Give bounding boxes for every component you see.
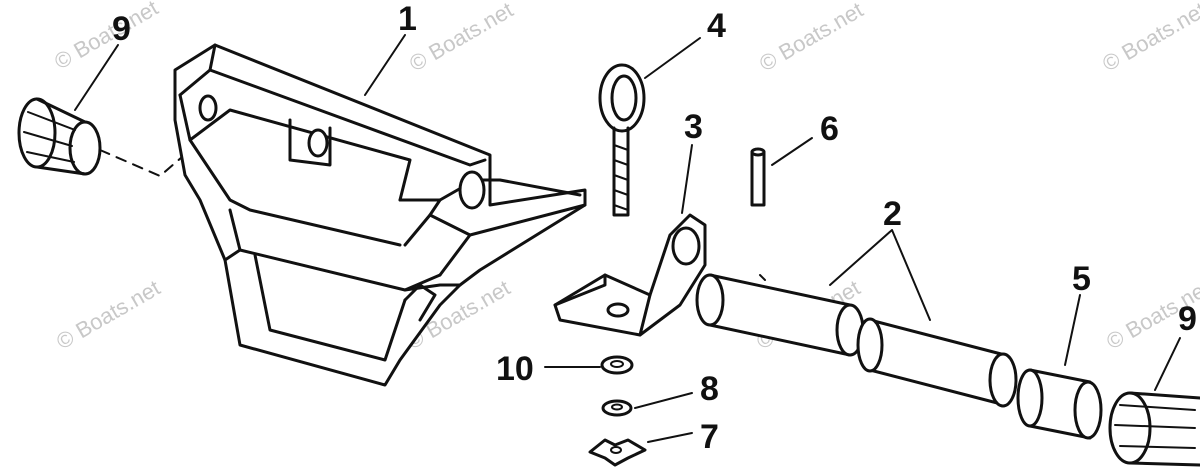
leader-5 bbox=[1064, 294, 1081, 366]
part-9-knob-right bbox=[1108, 391, 1200, 467]
part-4-eye-bolt bbox=[598, 63, 646, 217]
watermark-text: © Boats.net bbox=[755, 0, 867, 76]
leader-2 bbox=[829, 229, 931, 321]
watermark-text: © Boats.net bbox=[1098, 0, 1200, 76]
part-2-tube-b bbox=[856, 317, 1018, 408]
leader-3 bbox=[681, 144, 693, 214]
callout-5: 5 bbox=[1072, 260, 1091, 298]
callout-numbers: 9 1 4 3 6 2 5 9 10 8 7 bbox=[112, 0, 1197, 456]
callout-2: 2 bbox=[883, 195, 902, 233]
callout-6: 6 bbox=[820, 110, 839, 148]
callout-9-left: 9 bbox=[112, 10, 131, 48]
leader-8 bbox=[634, 392, 693, 409]
watermark-text: © Boats.net bbox=[52, 275, 164, 354]
leader-9-left bbox=[74, 44, 119, 111]
leader-6 bbox=[771, 137, 813, 166]
part-6-pin bbox=[750, 147, 766, 207]
callout-10: 10 bbox=[496, 350, 534, 388]
leader-9-right bbox=[1154, 337, 1181, 391]
part-1-bracket bbox=[173, 43, 587, 387]
callout-8: 8 bbox=[700, 370, 719, 408]
part-5-bushing bbox=[1016, 368, 1103, 440]
leader-1 bbox=[364, 34, 406, 96]
callout-4: 4 bbox=[707, 7, 726, 45]
callout-3: 3 bbox=[684, 108, 703, 146]
watermark-text: © Boats.net bbox=[405, 0, 517, 76]
leader-4 bbox=[644, 37, 701, 79]
part-10-washer bbox=[600, 355, 634, 375]
callout-7: 7 bbox=[700, 418, 719, 456]
part-7-wing-nut bbox=[588, 438, 647, 467]
part-2-tube-a bbox=[695, 273, 865, 357]
leader-7 bbox=[647, 432, 693, 443]
leader-lines bbox=[74, 34, 1181, 443]
callout-9-right: 9 bbox=[1178, 300, 1197, 338]
part-9-knob-left bbox=[17, 97, 102, 176]
part-3-angle-bracket bbox=[553, 213, 707, 337]
part-8-washer bbox=[601, 399, 633, 417]
callout-1: 1 bbox=[398, 0, 417, 38]
